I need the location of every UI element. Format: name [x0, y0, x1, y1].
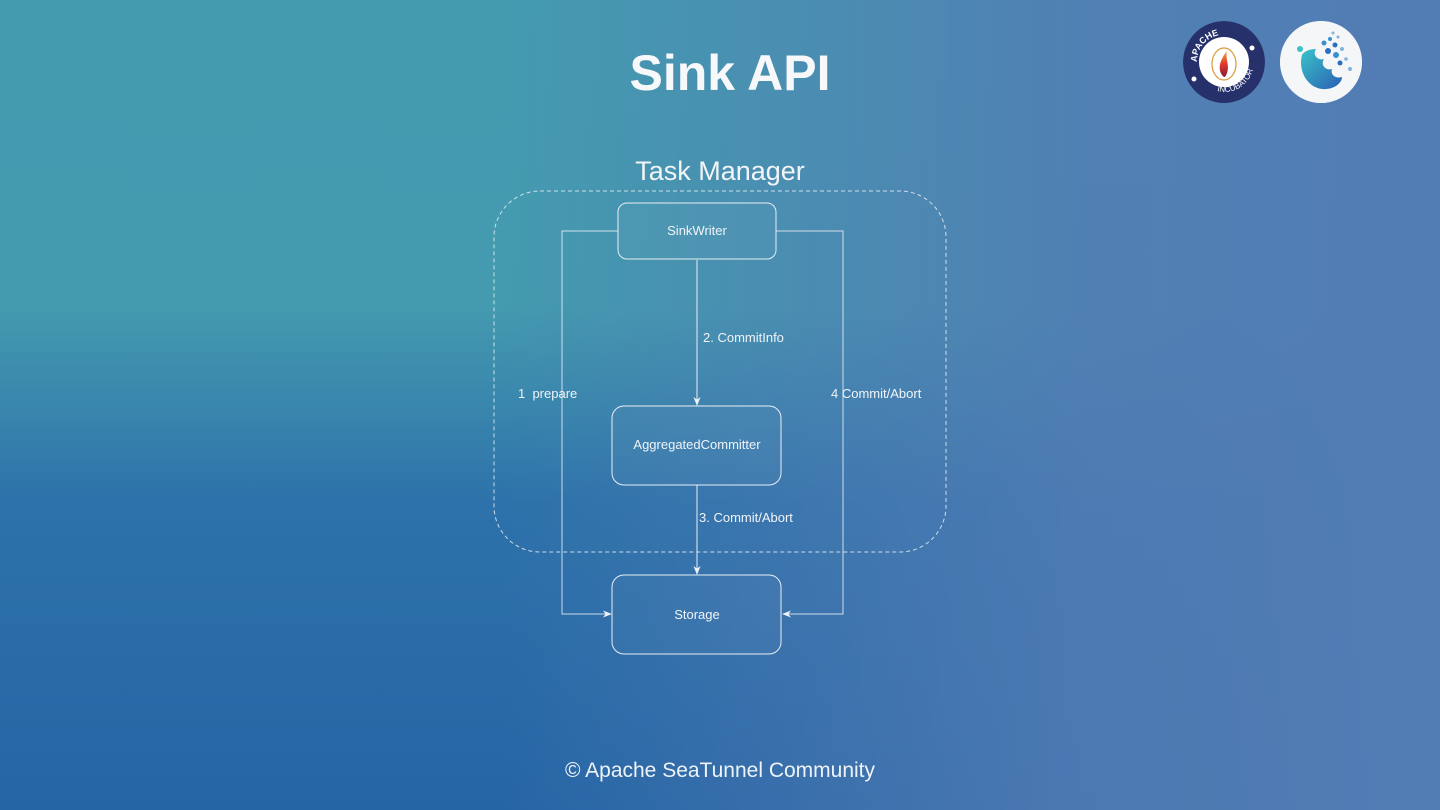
slide-title: Sink API — [629, 45, 831, 101]
slide-footer: © Apache SeaTunnel Community — [564, 759, 876, 782]
node-aggregated-committer: AggregatedCommitter — [611, 405, 782, 486]
node-storage: Storage — [611, 574, 782, 655]
seatunnel-logo — [1280, 21, 1362, 103]
task-manager-group — [493, 190, 947, 553]
edge-label-commit-info: 2. CommitInfo — [703, 330, 784, 345]
edge-label-commit-abort-3: 3. Commit/Abort — [699, 510, 793, 525]
node-sink-writer-label: SinkWriter — [667, 223, 727, 238]
task-manager-label: Task Manager — [635, 156, 805, 186]
node-storage-label: Storage — [674, 607, 720, 622]
node-aggregated-committer-label: AggregatedCommitter — [633, 437, 761, 452]
edge-label-prepare: 1 prepare — [518, 386, 577, 401]
node-sink-writer: SinkWriter — [617, 202, 777, 260]
edge-label-commit-abort-4: 4 Commit/Abort — [831, 386, 922, 401]
edge-commit-abort-4 — [776, 230, 844, 618]
edge-prepare — [561, 230, 618, 618]
apache-incubator-logo: APACHE INCUBATOR — [1183, 21, 1265, 103]
